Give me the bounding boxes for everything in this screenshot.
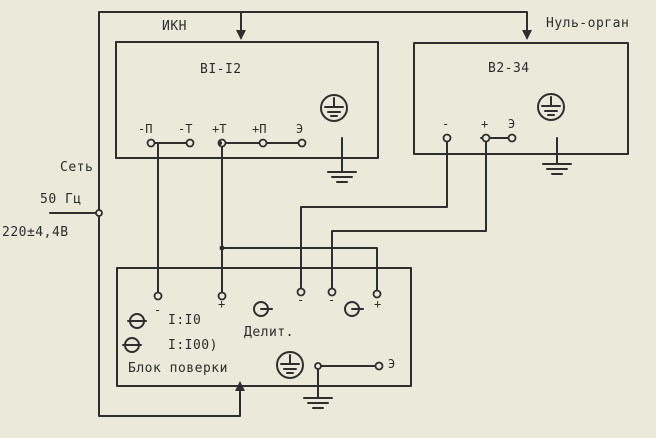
ikn-terminal-label: Э (296, 122, 304, 136)
ikn-label: ИКН (162, 19, 187, 34)
ikn-terminal-label: +Т (212, 122, 227, 136)
null-term-plus (481, 133, 491, 143)
block-title: Блок поверки (128, 361, 228, 376)
null-ground-icon (542, 163, 572, 175)
null-organ-label: Нуль-орган (546, 16, 630, 31)
wire-null-minus (300, 137, 448, 293)
ikn-panel-ground-icon (320, 94, 348, 122)
supply-frequency: 50 Гц (40, 192, 82, 207)
block-terminal-label: - (328, 293, 336, 307)
block-term-e (374, 361, 384, 371)
supply-label: Сеть (60, 160, 94, 175)
supply-voltage: 220±4,4В (2, 225, 69, 240)
ikn-model: BI-I2 (200, 62, 242, 77)
right-knob-icon (344, 301, 364, 317)
block-panel-ground-icon (276, 351, 304, 379)
ikn-terminal-label: +П (252, 122, 267, 136)
ikn-term-plusP (258, 138, 268, 148)
block-ground-icon (303, 397, 333, 409)
ikn-term-e (297, 138, 307, 148)
block-terminal-label: - (154, 303, 162, 317)
ikn-terminal-label: -П (138, 122, 153, 136)
null-organ-model: В2-34 (488, 61, 530, 76)
junction-dot-1 (219, 245, 225, 251)
wire-plusT-to-block-plus (221, 247, 378, 295)
arrow-to-null-organ-icon (522, 30, 532, 40)
block-terminal-e-label: Э (388, 357, 396, 371)
ground-node (314, 362, 322, 370)
ikn-box (115, 41, 379, 159)
divider-label: Делит. (244, 325, 294, 340)
ikn-ground-icon (327, 171, 357, 183)
null-term-minus (442, 133, 452, 143)
null-term-e (507, 133, 517, 143)
ratio-2-label: I:I00) (168, 338, 218, 353)
block-term-5 (372, 289, 382, 299)
ratio-1-label: I:I0 (168, 313, 202, 328)
block-term-1 (153, 291, 163, 301)
ikn-term-minusT (185, 138, 195, 148)
verification-block-box (116, 267, 412, 387)
ratio-switch-2-icon (122, 337, 142, 353)
junction-dot-2 (218, 141, 222, 145)
ikn-term-minusP (146, 138, 156, 148)
null-terminal-label: + (481, 117, 489, 131)
ratio-switch-1-icon (127, 313, 147, 329)
null-terminal-label: - (442, 117, 450, 131)
block-term-3 (296, 287, 306, 297)
arrow-to-block-icon (235, 381, 245, 391)
null-terminal-label: Э (508, 117, 516, 131)
mains-loop-wire-bottom (98, 212, 241, 417)
block-terminal-label: + (374, 297, 382, 311)
supply-node (95, 209, 103, 217)
null-organ-box (413, 42, 629, 155)
block-term-2 (217, 291, 227, 301)
null-panel-ground-icon (537, 93, 565, 121)
ikn-terminal-label: -Т (178, 122, 193, 136)
wire-null-plus (331, 137, 487, 293)
block-terminal-label: - (297, 293, 305, 307)
mains-loop-wire (98, 11, 528, 214)
arrow-to-ikn-icon (236, 30, 246, 40)
block-terminal-label: + (218, 297, 226, 311)
block-term-4 (327, 287, 337, 297)
divider-knob-icon (253, 301, 273, 317)
